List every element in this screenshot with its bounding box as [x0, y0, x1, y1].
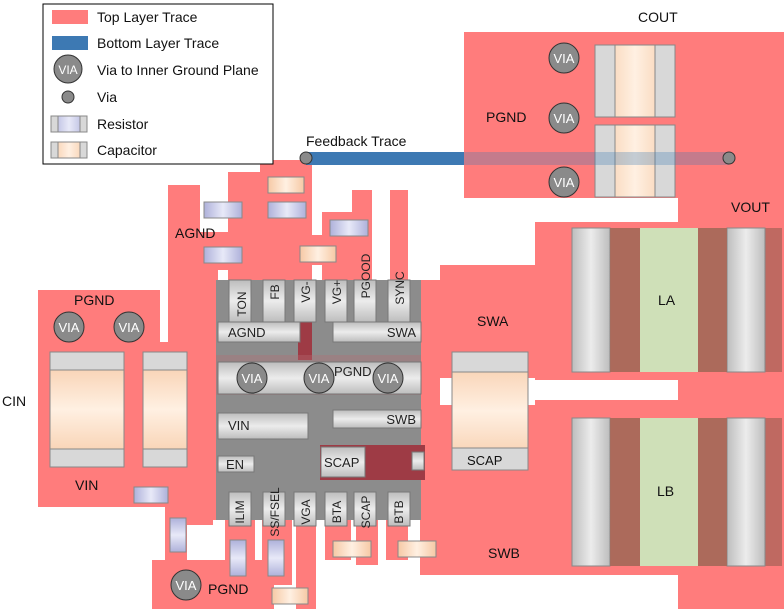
resistors [133, 201, 369, 577]
legend-via: Via [97, 89, 117, 105]
label-pgnd-bottom: PGND [208, 581, 248, 597]
pad-scap-label: SCAP [324, 455, 359, 470]
svg-text:VIA: VIA [554, 175, 575, 190]
pin-vg-plus: VG+ [330, 280, 344, 304]
pin-btb: BTB [392, 500, 406, 523]
legend-top-trace: Top Layer Trace [97, 9, 198, 25]
legend: Top Layer Trace Bottom Layer Trace VIA V… [42, 3, 274, 165]
vias: VIA VIA VIA VIA VIA VIA VIA VIA VIA [53, 42, 580, 601]
via-ic-2: VIA [303, 362, 335, 394]
feedback-trace [299, 151, 736, 165]
pin-pgood: PGOOD [359, 253, 373, 298]
pad-vin-label: VIN [228, 418, 250, 433]
pad-agnd-label: AGND [228, 325, 266, 340]
via-ic-1: VIA [236, 362, 268, 394]
inductor-lb [571, 417, 782, 567]
label-pgnd-top: PGND [486, 109, 526, 125]
via-cout-2: VIA [548, 102, 580, 134]
label-agnd: AGND [175, 225, 215, 241]
legend-resistor-icon [50, 115, 88, 133]
svg-text:VIA: VIA [554, 111, 575, 126]
svg-text:VIA: VIA [119, 320, 140, 335]
ic-bottom-pins: ILIM SS/FSEL VGA BTA SCAP BTB [228, 487, 411, 537]
label-swa: SWA [477, 313, 509, 329]
via-pgnd-left-2: VIA [113, 311, 145, 343]
pad-pgnd-label: PGND [334, 364, 372, 379]
via-pgnd-left-1: VIA [53, 311, 85, 343]
svg-text:VIA: VIA [309, 371, 330, 386]
legend-via-icon [61, 90, 75, 104]
pin-vg-minus: VG- [299, 281, 313, 302]
pin-ss-fsel: SS/FSEL [268, 487, 282, 537]
inductor-la [571, 227, 782, 373]
pin-sync: SYNC [393, 271, 407, 305]
label-pgnd-left: PGND [74, 292, 114, 308]
label-vout: VOUT [731, 199, 770, 215]
legend-swatch-bottom-trace [52, 36, 88, 50]
label-vin: VIN [75, 477, 98, 493]
pin-bta: BTA [330, 501, 344, 523]
via-ic-3: VIA [372, 362, 404, 394]
label-scap-cap: SCAP [467, 453, 502, 468]
diagram-labels: COUT PGND Feedback Trace VOUT AGND SWA S… [2, 9, 770, 597]
label-cin: CIN [2, 393, 26, 409]
svg-text:VIA: VIA [176, 578, 197, 593]
label-feedback: Feedback Trace [306, 133, 407, 149]
pad-swa-label: SWA [387, 325, 416, 340]
via-cout-3: VIA [548, 166, 580, 198]
label-la: LA [658, 292, 676, 308]
via-cout-1: VIA [548, 42, 580, 74]
via-pgnd-bottom: VIA [170, 569, 202, 601]
pin-ilim: ILIM [233, 500, 247, 523]
legend-capacitor-icon [50, 141, 88, 159]
pin-ton: TON [235, 291, 249, 316]
svg-text:VIA: VIA [378, 371, 399, 386]
ic-top-pins: TON FB VG- VG+ PGOOD SYNC [228, 253, 411, 323]
label-swb: SWB [488, 545, 520, 561]
label-cout: COUT [638, 9, 678, 25]
pin-vga: VGA [299, 499, 313, 524]
pad-en-label: EN [226, 457, 244, 472]
legend-resistor: Resistor [97, 116, 149, 132]
pin-scap: SCAP [359, 496, 373, 529]
capacitors [49, 44, 676, 605]
legend-swatch-top-trace [52, 10, 88, 24]
pin-fb: FB [268, 284, 282, 299]
legend-bottom-trace: Bottom Layer Trace [97, 35, 219, 51]
svg-text:VIA: VIA [554, 51, 575, 66]
svg-text:VIA: VIA [242, 371, 263, 386]
legend-via-gnd: Via to Inner Ground Plane [97, 62, 259, 78]
label-lb: LB [657, 483, 674, 499]
pad-swb-label: SWB [386, 412, 416, 427]
legend-via-gnd-icon [53, 54, 83, 84]
svg-text:VIA: VIA [58, 63, 77, 77]
svg-text:VIA: VIA [59, 320, 80, 335]
legend-capacitor: Capacitor [97, 142, 157, 158]
